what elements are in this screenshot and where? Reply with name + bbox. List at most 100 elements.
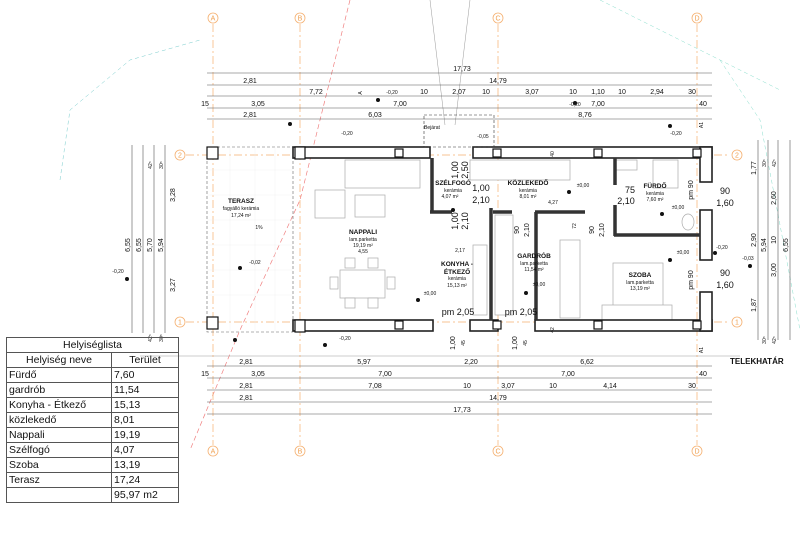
- dim-label: 2,81: [239, 383, 253, 390]
- dim-label: 40: [699, 101, 707, 108]
- opening-dim: 1,00: [450, 212, 460, 230]
- room-name: közlekedő: [6, 412, 112, 428]
- level-mark: -0,20: [670, 131, 682, 137]
- axis-label-c: C: [495, 449, 500, 456]
- window-parapet: pm 90: [688, 270, 695, 290]
- dim-label: 10: [420, 89, 428, 96]
- opening-dim: 2,10: [599, 223, 606, 237]
- level-mark: -0,05: [477, 134, 489, 140]
- dim-label: 30⁵: [762, 159, 768, 167]
- dim-label: 15: [201, 101, 209, 108]
- level-mark: ±0,00: [424, 291, 437, 297]
- room-area: 8,01 m²: [520, 194, 537, 200]
- room-name: Szélfogó: [6, 442, 112, 458]
- room-floor: kerámia: [444, 188, 462, 194]
- room-name: gardrób: [6, 382, 112, 398]
- window-dim: 1,60: [716, 280, 734, 290]
- walls: [206, 114, 713, 333]
- furniture: [314, 159, 695, 321]
- dim-label: 6,55: [125, 238, 132, 252]
- site-lines: [59, 0, 801, 451]
- room-area: 17,24 m²: [231, 213, 251, 219]
- dim-label: 6,62: [580, 359, 594, 366]
- opening-dim: 90: [589, 226, 596, 234]
- opening-dim: 2,10: [524, 223, 531, 237]
- room-area: 7,60: [111, 367, 179, 383]
- dim-label: 3,07: [501, 383, 515, 390]
- room-area: 15,13: [111, 397, 179, 413]
- grid-axes: A B C D A B C D 2 2 1 1: [174, 12, 743, 457]
- level-mark: -0,20: [341, 131, 353, 137]
- dim-label: 3,00: [771, 263, 778, 277]
- dim-label: 15: [201, 371, 209, 378]
- dim-label: 3,28: [170, 188, 177, 202]
- room-floor: fagyálló kerámia: [223, 206, 260, 212]
- opening-dim: 90: [514, 226, 521, 234]
- dim-label: 6,03: [368, 112, 382, 119]
- axis-label-b: B: [298, 16, 303, 23]
- dim-label: 8,76: [578, 112, 592, 119]
- room-name: Terasz: [6, 472, 112, 488]
- axis-label-d: D: [694, 16, 699, 23]
- dim-label: 17,73: [453, 407, 471, 414]
- window-dim: 1,60: [716, 198, 734, 208]
- room-name-szoba: SZOBA: [629, 272, 652, 279]
- dim-label: 2,81: [239, 359, 253, 366]
- dim-label: 10: [569, 89, 577, 96]
- dim-label: 2,81: [243, 112, 257, 119]
- dim-label: 7,00: [378, 371, 392, 378]
- parapet-height: pm 2,05: [505, 307, 538, 317]
- room-area: 4,07 m²: [442, 194, 459, 200]
- entrance-label: Bejárat: [424, 125, 440, 131]
- bottom-dimensions: 2,81 5,97 2,20 6,62 15 3,05 7,00 7,00 40…: [201, 359, 707, 414]
- room-area: 13,19 m²: [630, 286, 650, 292]
- opening-dim: 2,50: [460, 161, 470, 179]
- room-name-terasz: TERASZ: [228, 198, 254, 205]
- dim-label: 17,73: [453, 66, 471, 73]
- room-name-gardrob: GARDRÓB: [517, 251, 551, 260]
- level-mark: -0,20: [716, 245, 728, 251]
- total-area: 95,97 m2: [111, 487, 179, 503]
- dim-label: 42⁵: [148, 161, 154, 169]
- annotations: Bejárat -0,05 -0,20 -0,20 -0,02 -0,20 -0…: [112, 91, 784, 366]
- dim-label: 5,94: [158, 238, 165, 252]
- dim-label: 7,08: [368, 383, 382, 390]
- room-area: 13,19: [111, 457, 179, 473]
- opening-dim: 1,00: [472, 183, 490, 193]
- level-mark: ±0,00: [533, 282, 546, 288]
- room-floor: kerámia: [646, 191, 664, 197]
- dim-label: 6,55: [783, 238, 790, 252]
- dim-label: 1,77: [751, 161, 758, 175]
- dim-label: 6,55: [136, 238, 143, 252]
- level-mark: -0,20: [339, 336, 351, 342]
- room-floor: lam.parketta: [626, 280, 654, 286]
- room-area: 15,13 m²: [447, 283, 467, 289]
- terrace: [206, 146, 294, 333]
- dim-label: 7,00: [591, 101, 605, 108]
- room-name: Nappali: [6, 427, 112, 443]
- dim-label: 7,00: [393, 101, 407, 108]
- slope-label: 1%: [255, 225, 263, 231]
- room-floor: lam.parketta: [349, 237, 377, 243]
- dim-label: 1,10: [591, 89, 605, 96]
- dim-label: 1,87: [751, 298, 758, 312]
- room-name-furdo: FÜRDŐ: [643, 181, 666, 190]
- level-mark: -0,03: [742, 256, 754, 262]
- room-area: 19,19 m²: [353, 243, 373, 249]
- dimension-lines: [131, 72, 791, 415]
- dim-label: 10: [482, 89, 490, 96]
- opening-dim: 1,00: [450, 161, 460, 179]
- room-name-nappali: NAPPALI: [349, 229, 377, 236]
- room-floor: lam.parketta: [520, 261, 548, 267]
- opening-dim: 4,27: [548, 200, 558, 206]
- dim-label: 4,14: [603, 383, 617, 390]
- room-area: 4,07: [111, 442, 179, 458]
- level-mark: -0,20: [112, 269, 124, 275]
- dim-label: 30: [688, 89, 696, 96]
- room-name-etkezo: ÉTKEZŐ: [444, 267, 470, 276]
